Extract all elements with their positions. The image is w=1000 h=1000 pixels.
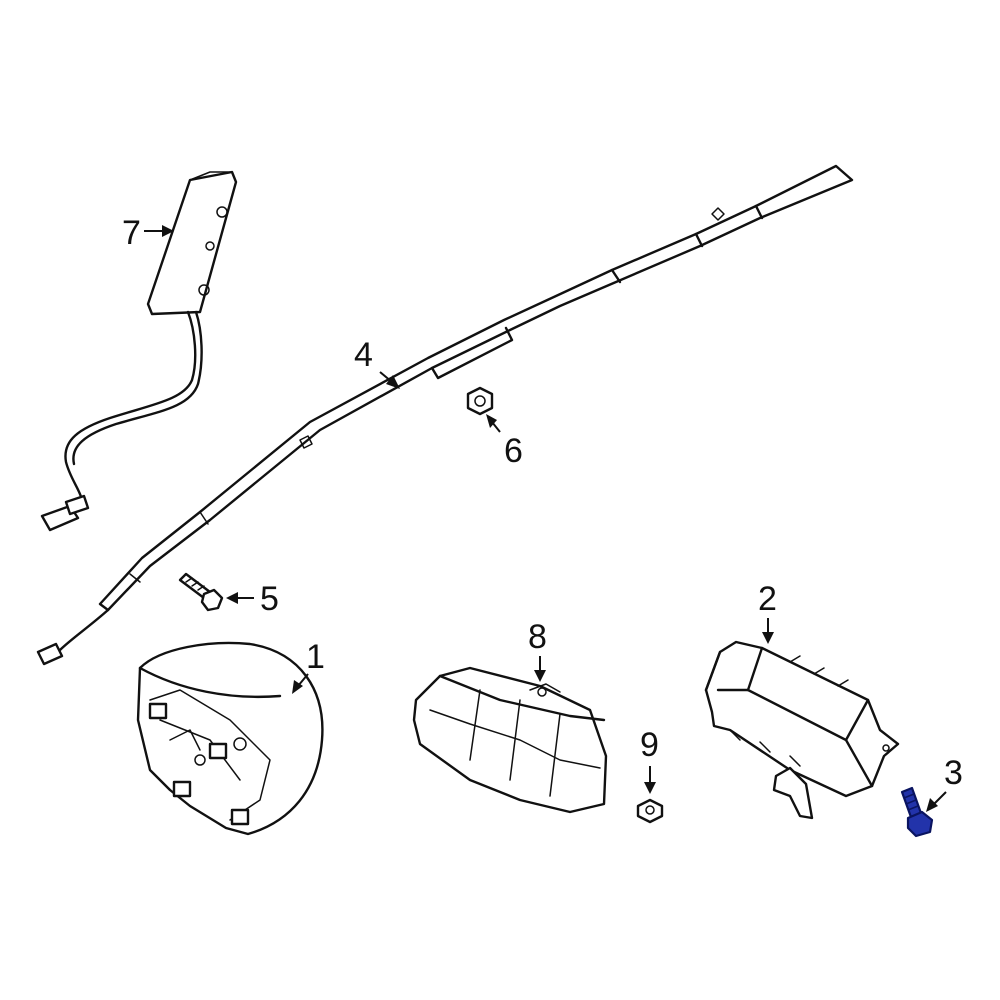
- callout-9: 9: [640, 726, 659, 794]
- part-8-knee-airbag[interactable]: [412, 666, 608, 814]
- svg-text:5: 5: [260, 580, 279, 618]
- svg-text:6: 6: [504, 432, 523, 470]
- callout-8: 8: [528, 618, 547, 682]
- svg-text:7: 7: [122, 214, 141, 252]
- svg-text:3: 3: [944, 754, 963, 792]
- svg-text:2: 2: [758, 580, 777, 618]
- svg-text:8: 8: [528, 618, 547, 656]
- callout-7: 7: [122, 214, 174, 252]
- part-4-curtain-airbag[interactable]: [36, 164, 854, 666]
- callout-6: 6: [486, 414, 523, 470]
- part-7-side-airbag-module[interactable]: [40, 170, 238, 532]
- part-3-bolt-highlighted[interactable]: [900, 786, 934, 838]
- callout-3: 3: [926, 754, 963, 812]
- callout-2: 2: [758, 580, 777, 644]
- bolt-head: [906, 810, 934, 838]
- callout-5: 5: [226, 580, 279, 618]
- part-1-driver-airbag[interactable]: [136, 641, 324, 836]
- callout-4: 4: [354, 336, 400, 389]
- part-9-nut[interactable]: [636, 798, 664, 824]
- callout-1: 1: [292, 638, 325, 694]
- part-5-bolt[interactable]: [178, 572, 224, 612]
- svg-text:1: 1: [306, 638, 325, 676]
- part-6-nut[interactable]: [466, 386, 494, 416]
- svg-text:9: 9: [640, 726, 659, 764]
- part-2-passenger-airbag[interactable]: [704, 640, 900, 820]
- svg-text:4: 4: [354, 336, 373, 374]
